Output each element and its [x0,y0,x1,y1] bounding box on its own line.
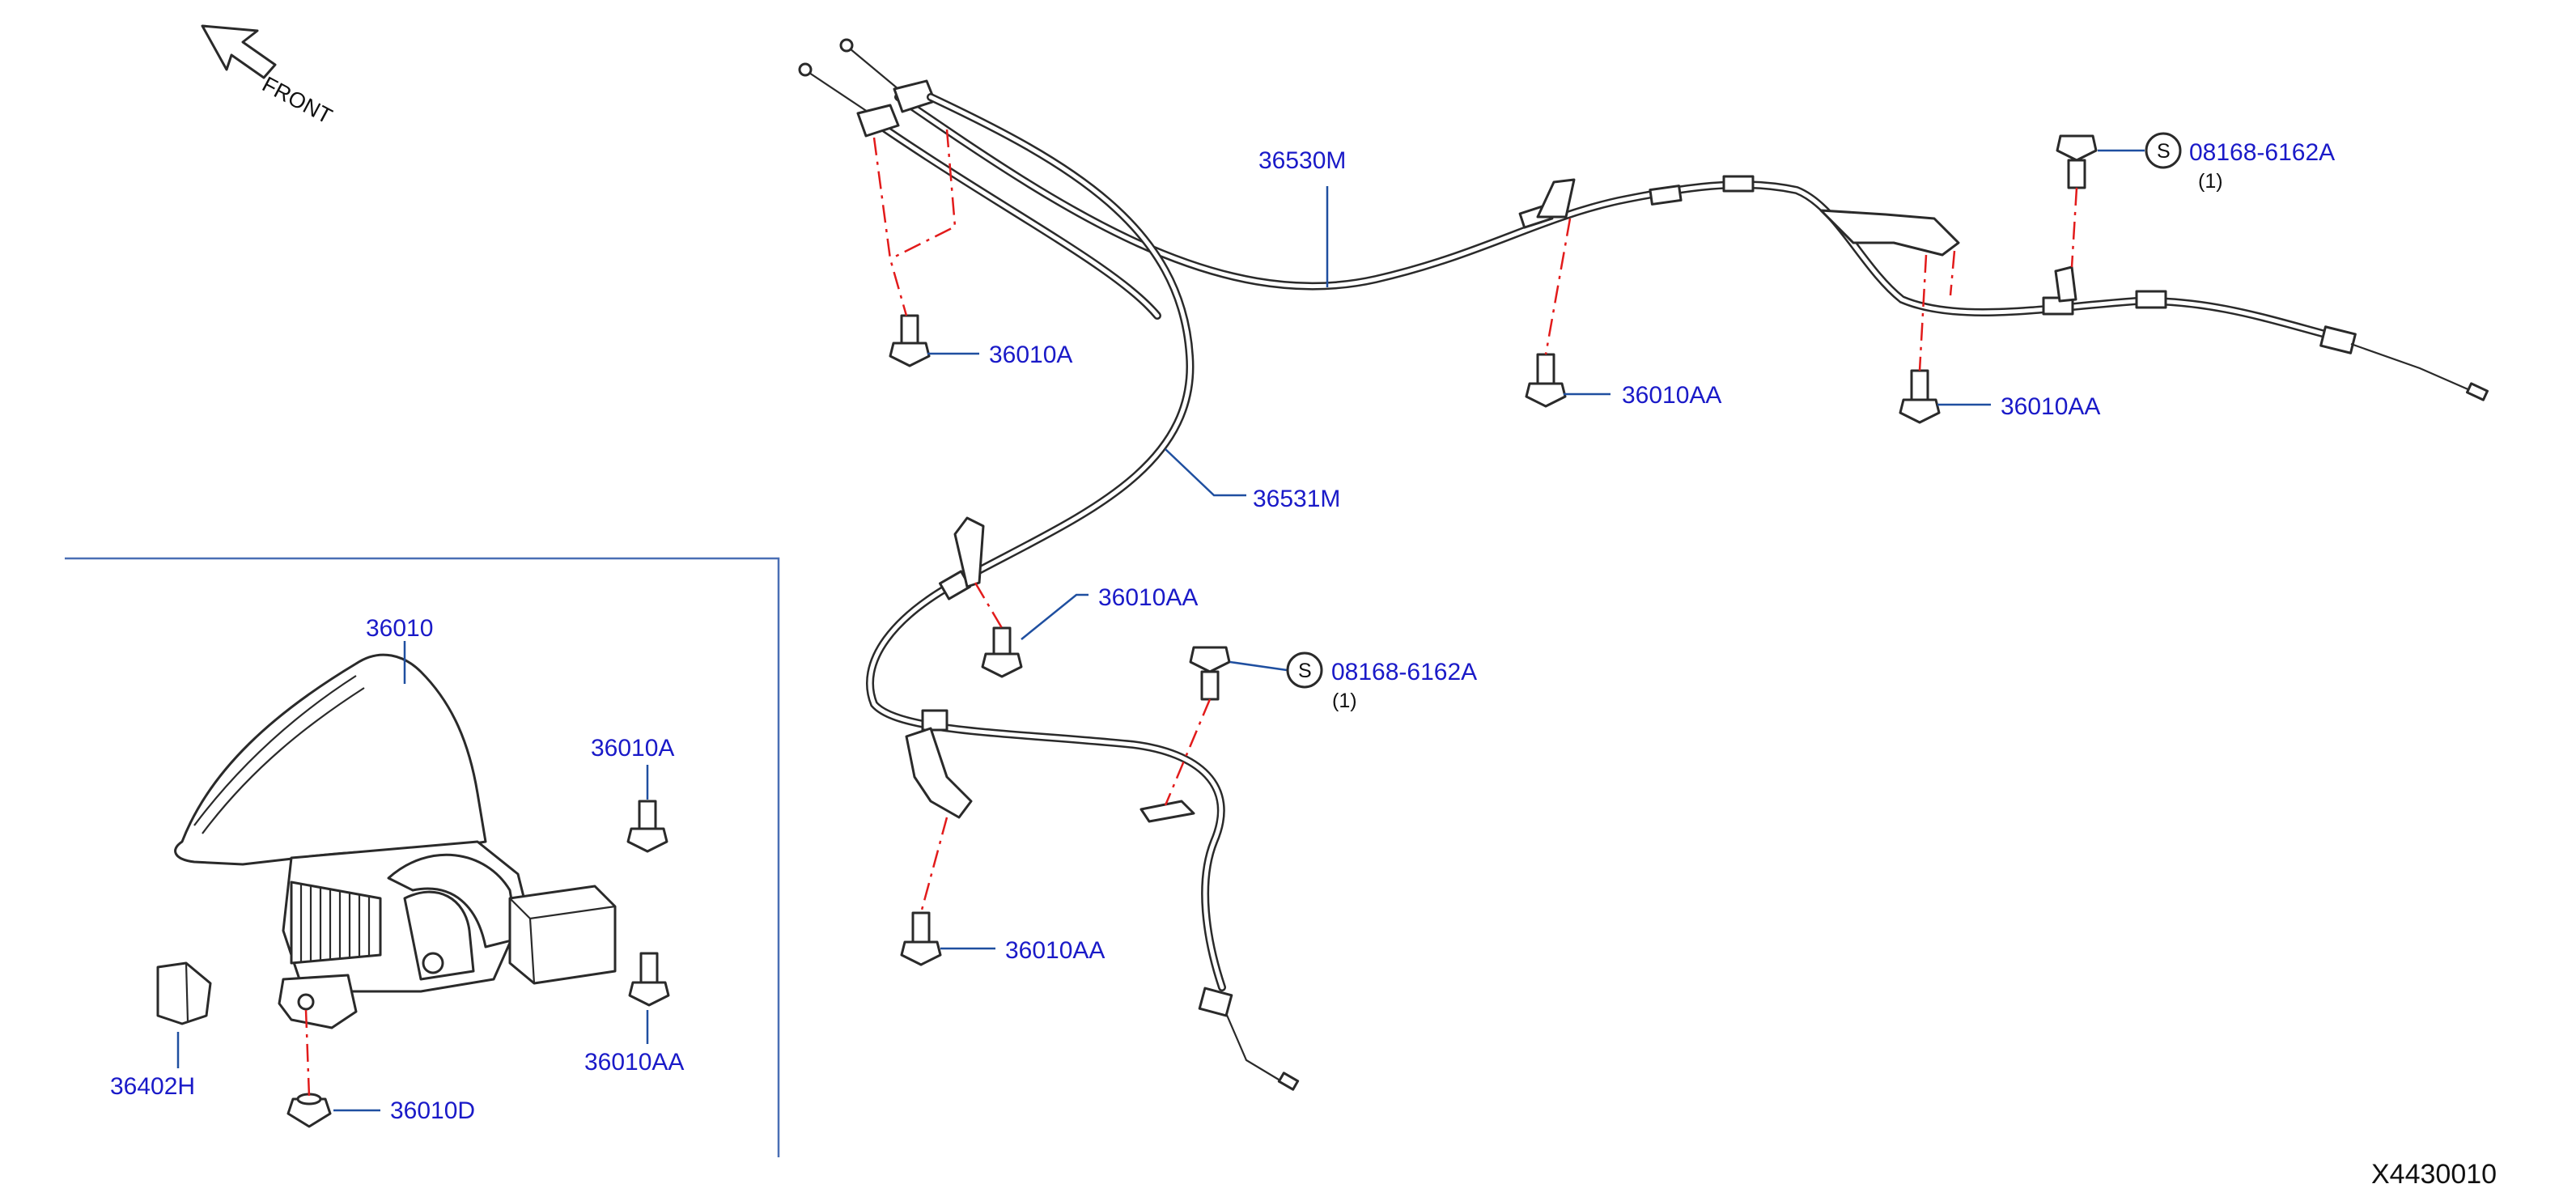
label-08168-top: 08168-6162A [2189,139,2335,166]
label-08168-top-qty: (1) [2198,170,2223,193]
label-36010aa-center: 36010AA [1098,584,1198,611]
bolt-36010aa-right-icon [1899,369,1941,424]
bracket-upper-right [1819,209,1960,257]
s-symbol-mid-label: S [1298,660,1312,682]
label-36531m: 36531M [1253,486,1340,512]
bolt-36010aa-mid-icon [1525,353,1567,408]
label-36010aa-mid: 36010AA [1622,382,1721,409]
alignment-lines [872,129,2078,914]
bolt-08168-top-icon [2056,134,2098,189]
bracket-lower-clip [1139,800,1195,823]
leader-lines [927,149,2145,950]
label-36010a-top: 36010A [989,342,1072,368]
cable-end-fittings [798,38,936,138]
bolt-08168-mid-icon [1189,646,1231,701]
label-36010aa-right: 36010AA [2001,393,2100,420]
bracket-upper-mid [1536,178,1576,219]
cable-36530m [870,93,2489,401]
label-36010aa-inset: 36010AA [584,1049,684,1076]
bolt-36010a-top-icon [889,314,931,367]
inset-frame [65,557,780,1157]
label-36010aa-low: 36010AA [1005,937,1105,964]
label-36010a-inset: 36010A [591,735,674,762]
bracket-lower-left [905,727,973,819]
label-36010: 36010 [366,615,433,642]
front-label: FRONT [258,72,336,129]
label-36402h: 36402H [110,1073,195,1100]
inset-leader-lines [176,641,649,1112]
cable-36531m [866,93,1300,1091]
s-symbol-mid: S [1286,651,1323,689]
front-arrow-icon [201,24,277,79]
bolt-36010aa-low-icon [900,911,942,966]
nut-36010d-icon [286,1093,332,1128]
bracket-right-clip [2054,265,2077,303]
bolt-36010a-inset-icon [626,800,668,853]
diagram-id: X4430010 [2371,1159,2497,1190]
trim-clip-36402h-icon [156,961,212,1025]
bolt-36010aa-inset-icon [628,952,670,1007]
label-36010d: 36010D [390,1097,475,1124]
s-symbol-top-label: S [2157,140,2171,163]
s-symbol-top: S [2145,132,2182,169]
parking-brake-lever-assembly [174,653,617,1029]
bracket-center-clip [953,516,985,588]
label-08168-mid: 08168-6162A [1331,659,1477,685]
label-08168-mid-qty: (1) [1332,690,1357,712]
label-36530m: 36530M [1258,147,1346,174]
bolt-36010aa-center-icon [981,626,1023,678]
